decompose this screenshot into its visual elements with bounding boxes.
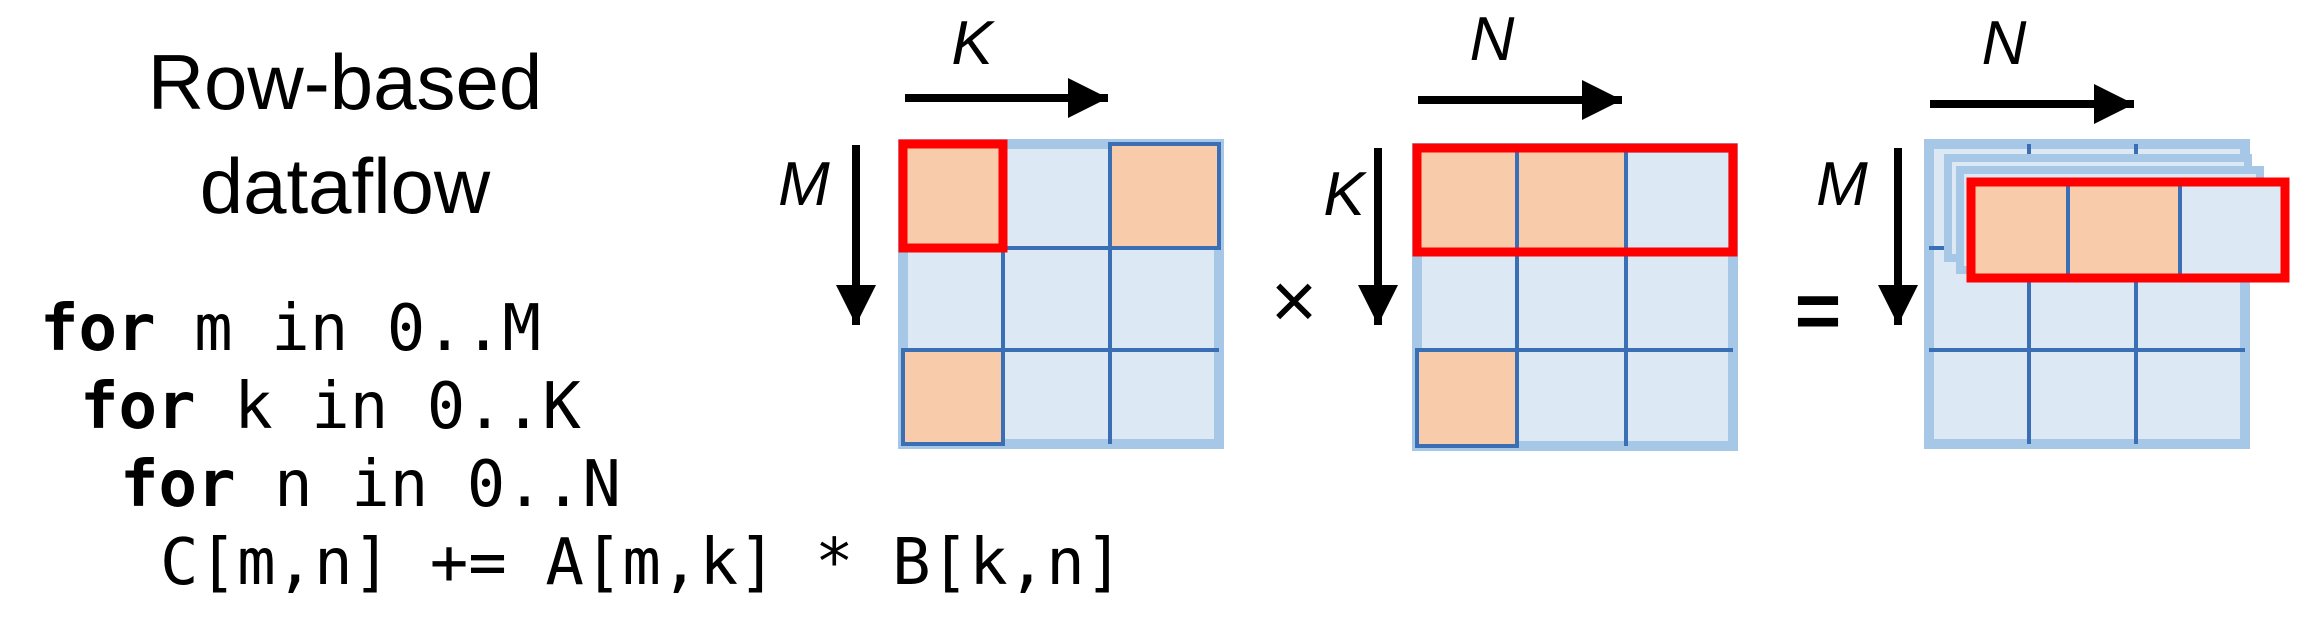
matrix-c-cell bbox=[2180, 182, 2285, 278]
matrix-a-cell bbox=[1110, 144, 1219, 248]
matrix-a-row-label: M bbox=[778, 150, 830, 219]
matrix-a: K M bbox=[778, 9, 1224, 449]
code-keyword: for bbox=[80, 370, 196, 444]
matrix-a-active-cell bbox=[898, 139, 1008, 253]
matrix-c-col-label: N bbox=[1982, 9, 2027, 78]
code-keyword: for bbox=[40, 292, 156, 366]
code-text: k in 0..K bbox=[195, 370, 581, 444]
matrix-b-row-label: K bbox=[1323, 160, 1367, 229]
code-line-4: C[m,n] += A[m,k] * B[k,n] bbox=[160, 524, 1123, 602]
code-line-3: for n in 0..N bbox=[120, 446, 621, 524]
code-text: n in 0..N bbox=[235, 448, 621, 522]
code-keyword: for bbox=[120, 448, 236, 522]
matrix-b-cell bbox=[1417, 350, 1517, 446]
title-line-2: dataflow bbox=[199, 142, 491, 230]
matrix-b-col-label: N bbox=[1470, 5, 1515, 74]
matrix-a-cell bbox=[903, 144, 1003, 248]
code-text: m in 0..M bbox=[155, 292, 541, 366]
multiply-operator: × bbox=[1271, 256, 1318, 345]
matrix-b-cell bbox=[1417, 148, 1626, 252]
diagram-title: Row-based dataflow bbox=[100, 30, 590, 238]
matrix-c-active-row bbox=[1966, 177, 2290, 283]
matrix-c-row-grid bbox=[2066, 182, 2182, 278]
matrix-a-col-label: K bbox=[951, 9, 995, 78]
matrix-b-active-row bbox=[1412, 143, 1738, 257]
matrix-a-cell bbox=[903, 350, 1003, 444]
matrix-c: N M bbox=[1816, 9, 2290, 449]
code-line-1: for m in 0..M bbox=[40, 290, 541, 368]
title-line-1: Row-based bbox=[147, 38, 543, 126]
matrix-b: N K bbox=[1323, 5, 1738, 451]
equals-operator: = bbox=[1795, 266, 1842, 355]
matrix-c-cell bbox=[1971, 182, 2180, 278]
matrix-c-row-label: M bbox=[1816, 150, 1868, 219]
code-line-2: for k in 0..K bbox=[80, 368, 581, 446]
code-text: C[m,n] += A[m,k] * B[k,n] bbox=[160, 526, 1124, 600]
